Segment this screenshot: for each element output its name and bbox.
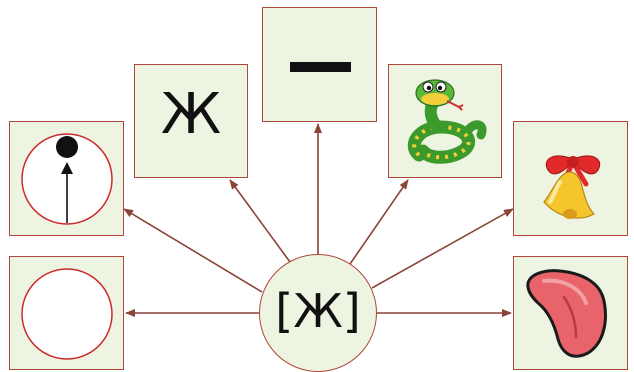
center-sound-node: [Ж] — [259, 254, 377, 372]
card-tongue — [513, 256, 628, 370]
circle-with-arrow-icon — [21, 133, 113, 225]
card-empty-circle — [9, 256, 124, 370]
arrow-to-circle-arrow — [123, 208, 263, 293]
card-bell — [513, 121, 628, 236]
dash-icon — [290, 62, 351, 72]
tongue-icon — [526, 269, 607, 358]
card-circle-with-arrow — [9, 121, 124, 236]
bell-icon — [543, 155, 601, 219]
arrow-to-letter — [229, 179, 291, 263]
card-snake — [388, 64, 502, 178]
snake-icon — [407, 79, 487, 164]
center-sound-label: [Ж] — [275, 284, 361, 338]
empty-circle-icon — [21, 268, 113, 360]
card-letter-zh: Ж — [134, 64, 248, 178]
arrow-to-bell — [371, 208, 514, 289]
letter-zh-glyph: Ж — [160, 82, 222, 147]
arrow-to-snake — [349, 179, 409, 265]
card-dash — [262, 7, 377, 122]
